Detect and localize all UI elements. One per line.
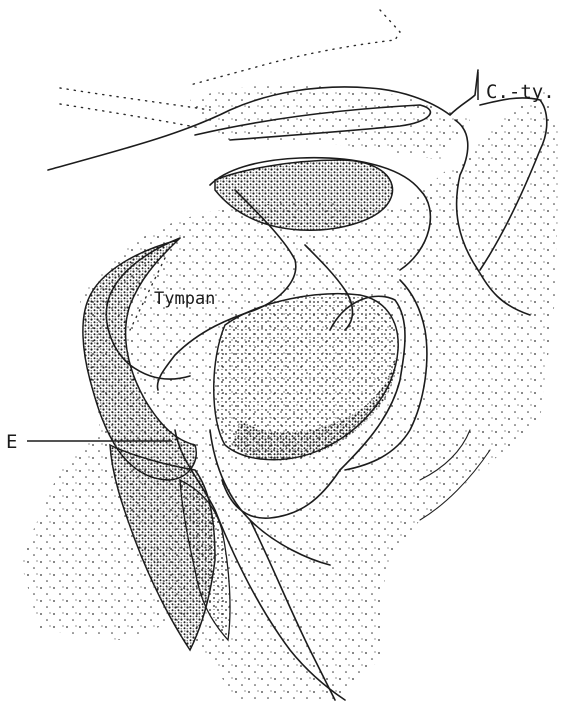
label-tympan: Tympan: [154, 289, 215, 309]
label-c-ty: C.-ty.: [486, 81, 555, 103]
label-e: E: [6, 431, 17, 453]
